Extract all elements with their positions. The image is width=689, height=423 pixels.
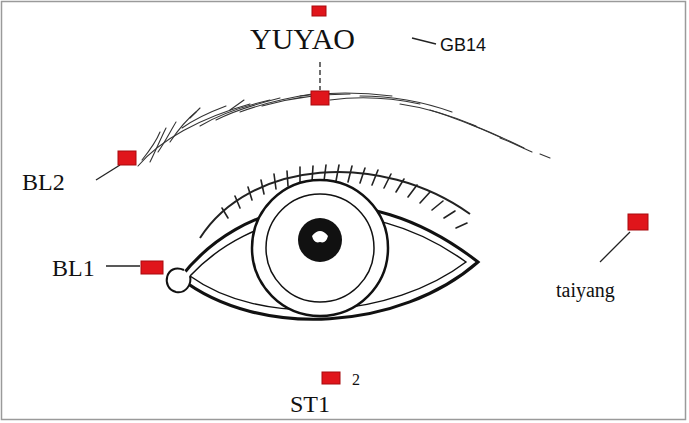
pupil-highlight (312, 231, 328, 242)
leader-line (106, 265, 140, 266)
acupoint-marker (311, 91, 329, 105)
leader-line (600, 232, 630, 262)
leader-lines (96, 38, 630, 266)
leader-line (412, 38, 436, 44)
point-number: 2 (352, 372, 360, 388)
acupoint-marker (312, 6, 326, 16)
point-label: YUYAO (250, 24, 355, 54)
leader-line (319, 62, 320, 90)
iris-outer (252, 180, 388, 316)
caruncle (167, 268, 191, 292)
acupoint-marker (118, 151, 136, 165)
acupoint-marker (322, 372, 340, 384)
acupoint-marker (628, 214, 648, 230)
point-code: GB14 (440, 36, 486, 54)
iris-inner (266, 194, 374, 302)
acupoint-marker (141, 261, 163, 274)
eyebrow (138, 93, 550, 166)
point-code: BL2 (22, 170, 65, 194)
pupil (298, 218, 342, 262)
acupoint-markers (118, 6, 648, 384)
point-code: BL1 (52, 256, 95, 280)
point-label: taiyang (556, 280, 615, 300)
point-code: ST1 (290, 392, 330, 416)
leader-line (96, 165, 120, 180)
